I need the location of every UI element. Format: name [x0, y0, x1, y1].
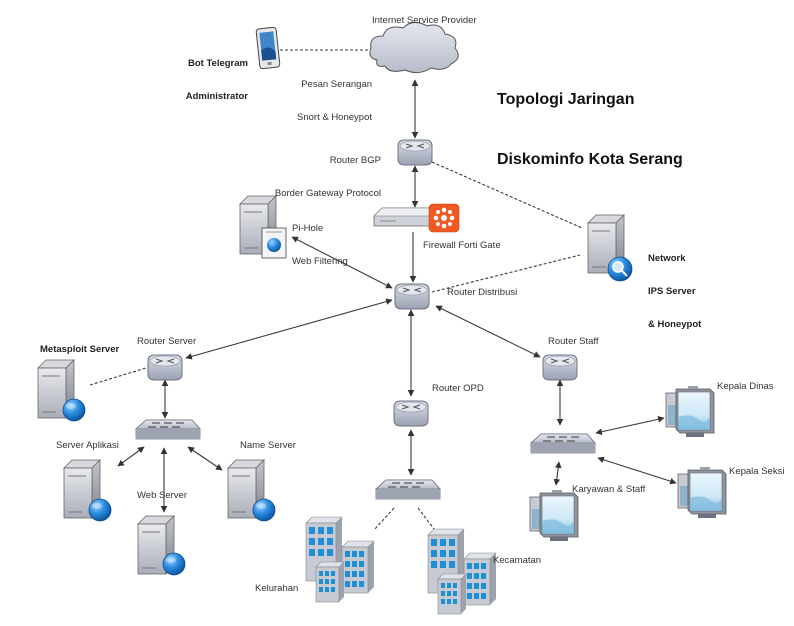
- kelurahan-buildings-icon[interactable]: [305, 516, 375, 603]
- diagram-title: Topologi Jaringan Diskominfo Kota Serang: [497, 50, 683, 190]
- tablet-icon[interactable]: [255, 26, 281, 70]
- kepala-dinas-label: Kepala Dinas: [717, 381, 774, 392]
- kelurahan-label: Kelurahan: [255, 583, 299, 594]
- router-bgp-label-line-2: Border Gateway Protocol: [274, 188, 381, 199]
- router-bgp-label-line-1: Router BGP: [329, 155, 381, 166]
- switch-opd-icon[interactable]: [375, 479, 441, 500]
- router-server-label: Router Server: [137, 336, 197, 347]
- web-server-icon[interactable]: [137, 515, 186, 576]
- bot-telegram-label-line-2: Administrator: [185, 91, 248, 102]
- router-staff-icon[interactable]: [542, 354, 578, 381]
- ips-server-icon[interactable]: [587, 214, 633, 282]
- edge-router-distribusi-ips: [431, 254, 581, 293]
- metasploit-server-icon[interactable]: [37, 359, 86, 422]
- isp-cloud-icon[interactable]: [369, 22, 459, 74]
- edge-switch-server-aplikasi: [117, 446, 145, 467]
- router-opd-label: Router OPD: [432, 383, 484, 394]
- server-aplikasi-label: Server Aplikasi: [56, 440, 119, 451]
- kecamatan-buildings-icon[interactable]: [427, 528, 497, 615]
- metasploit-label: Metasploit Server: [40, 344, 120, 355]
- ips-label-line-1: Network: [648, 253, 686, 264]
- router-bgp-icon[interactable]: [397, 139, 433, 166]
- title-line-2: Diskominfo Kota Serang: [497, 151, 683, 168]
- bot-telegram-label-line-1: Bot Telegram: [187, 58, 248, 69]
- router-distribusi-icon[interactable]: [394, 283, 430, 310]
- telegram-edge-label-line-1: Pesan Serangan: [301, 79, 372, 90]
- edge-metasploit-router-server: [89, 367, 147, 386]
- router-opd-icon[interactable]: [393, 400, 429, 427]
- pihole-server-icon[interactable]: [239, 195, 287, 259]
- router-bgp-label: Router BGP Border Gateway Protocol: [270, 133, 381, 210]
- ips-label-line-3: & Honeypot: [648, 319, 702, 330]
- ips-label-line-2: IPS Server: [648, 286, 696, 297]
- switch-server-icon[interactable]: [135, 419, 201, 440]
- edge-switch-kepala-dinas: [595, 416, 665, 435]
- router-distribusi-label: Router Distribusi: [447, 287, 518, 298]
- web-server-label: Web Server: [137, 490, 187, 501]
- edges: [89, 49, 677, 543]
- firewall-icon[interactable]: [373, 203, 460, 233]
- kepala-seksi-label: Kepala Seksi: [729, 466, 785, 477]
- pihole-label-line-2: Web Filtering: [292, 256, 348, 267]
- ips-server-label: Network IPS Server & Honeypot: [648, 231, 701, 341]
- kecamatan-label: Kecamatan: [493, 555, 542, 566]
- edge-switch-karyawan: [553, 461, 562, 486]
- edge-switch-name-server: [187, 446, 223, 471]
- telegram-edge-label: Pesan Serangan Snort & Honeypot: [290, 57, 372, 134]
- karyawan-workstation-icon[interactable]: [529, 489, 579, 542]
- magnifier-icon: [607, 256, 633, 282]
- kepala-dinas-workstation-icon[interactable]: [665, 385, 715, 438]
- pihole-label: Pi-Hole Web Filtering: [292, 201, 348, 278]
- isp-label: Internet Service Provider: [372, 15, 477, 26]
- edge-router-distribusi-router-server: [185, 298, 393, 360]
- server-aplikasi-icon[interactable]: [63, 459, 112, 522]
- bot-telegram-label: Bot Telegram Administrator: [180, 36, 248, 113]
- edge-router-distribusi-router-staff: [435, 305, 541, 358]
- name-server-label: Name Server: [240, 440, 296, 451]
- title-line-1: Topologi Jaringan: [497, 91, 635, 108]
- telegram-edge-label-line-2: Snort & Honeypot: [297, 112, 372, 123]
- router-staff-label: Router Staff: [548, 336, 599, 347]
- karyawan-staff-label: Karyawan & Staff: [572, 484, 646, 495]
- edge-switch-kelurahan: [373, 507, 395, 531]
- name-server-icon[interactable]: [227, 459, 276, 522]
- switch-staff-icon[interactable]: [530, 433, 596, 454]
- router-server-icon[interactable]: [147, 354, 183, 381]
- edge-switch-kepala-seksi: [597, 456, 677, 485]
- edge-pihole-router-distribusi: [291, 236, 393, 289]
- kepala-seksi-workstation-icon[interactable]: [677, 466, 727, 519]
- edge-router-bgp-ips: [431, 161, 583, 229]
- pihole-label-line-1: Pi-Hole: [292, 223, 324, 234]
- firewall-label: Firewall Forti Gate: [423, 240, 501, 251]
